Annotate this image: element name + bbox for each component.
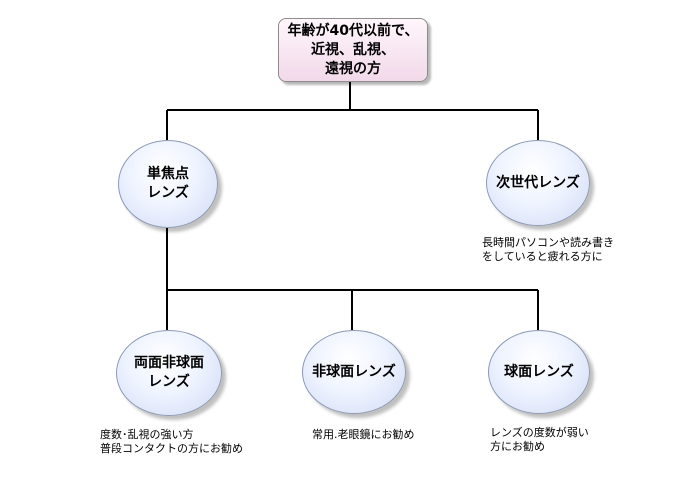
spherical-description-line-1: レンズの度数が弱い [490,426,589,439]
next-gen-description-line-1: 長時間パソコンや読み書き [482,236,614,249]
next-gen-description: 長時間パソコンや読み書き をしていると疲れる方に [482,236,614,264]
single-focus-lens-node: 単焦点 レンズ [118,140,218,228]
single-focus-line-2: レンズ [147,185,189,201]
single-focus-line-1: 単焦点 [147,166,189,182]
aspheric-description-line-1: 常用.老眼鏡にお勧め [312,428,415,441]
next-gen-lens-node: 次世代レンズ [486,140,590,226]
spherical-description-line-2: 方にお勧め [490,440,545,453]
aspheric-label: 非球面レンズ [312,363,396,380]
double-aspheric-line-2: レンズ [148,374,190,390]
spherical-lens-node: 球面レンズ [488,330,590,414]
next-gen-description-line-2: をしていると疲れる方に [482,250,603,263]
spherical-label: 球面レンズ [504,363,574,380]
root-line-1: 年齢が40代以前で、 [287,22,419,39]
root-line-3: 遠視の方 [325,60,381,77]
aspheric-lens-node: 非球面レンズ [302,330,406,414]
root-line-2: 近視、乱視、 [311,41,395,58]
double-aspheric-description-line-2: 普段コンタクトの方にお勧め [100,442,243,455]
aspheric-description: 常用.老眼鏡にお勧め [312,428,415,442]
double-aspheric-description-line-1: 度数･乱視の強い方 [100,428,194,441]
root-node-box: 年齢が40代以前で、 近視、乱視、 遠視の方 [278,18,428,82]
double-aspheric-line-1: 両面非球面 [134,355,204,371]
spherical-description: レンズの度数が弱い 方にお勧め [490,426,589,454]
next-gen-label: 次世代レンズ [496,174,580,191]
double-aspheric-description: 度数･乱視の強い方 普段コンタクトの方にお勧め [100,428,243,456]
double-aspheric-lens-node: 両面非球面 レンズ [116,330,222,416]
